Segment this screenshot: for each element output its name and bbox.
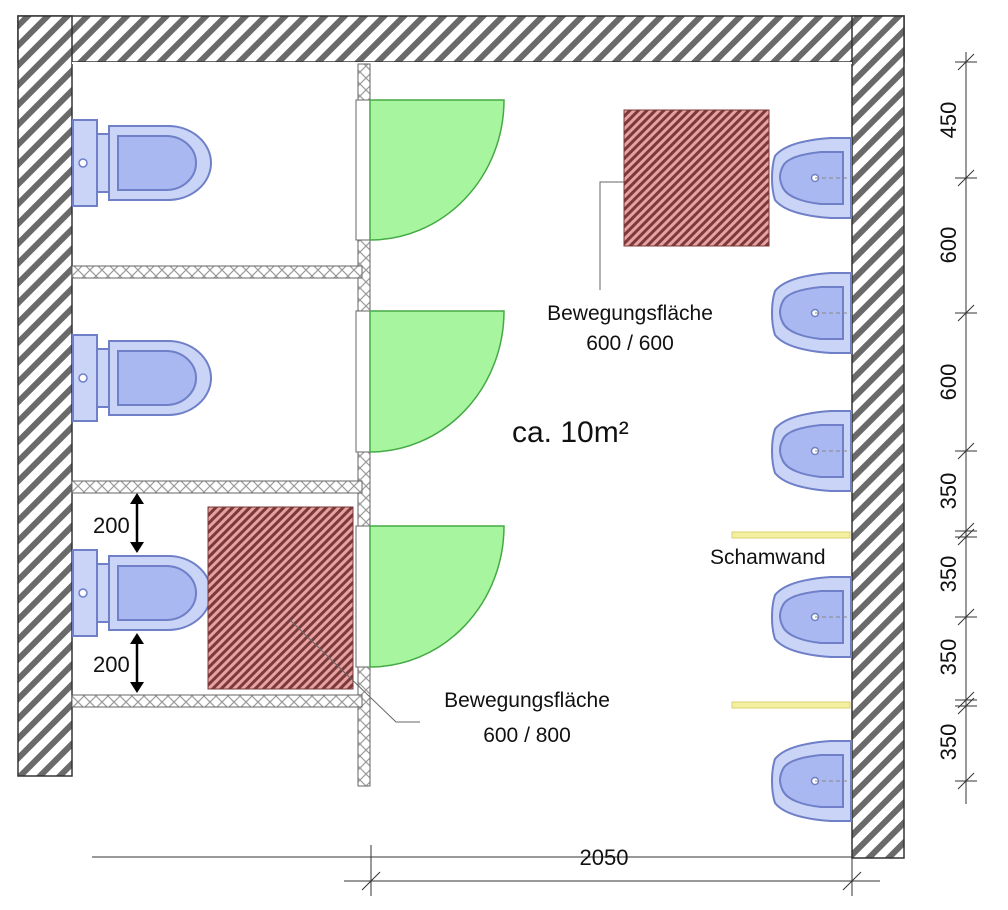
wall-right [851, 15, 905, 859]
toilet-3 [72, 549, 212, 637]
toilet-spacing-top: 200 [93, 513, 130, 538]
wall-top [17, 15, 905, 63]
partition-3 [71, 694, 363, 708]
privacy-screen-1 [731, 531, 851, 539]
wall-left [17, 15, 73, 777]
leader-urinal-clearance [599, 181, 624, 290]
vertical-dimension-line [955, 52, 977, 804]
dim-600-b: 600 [936, 364, 961, 401]
partition-1 [71, 265, 363, 279]
clearance-toilet-label: Bewegungsfläche [444, 689, 610, 712]
area-label: ca. 10m² [512, 416, 629, 449]
dim-600-a: 600 [936, 227, 961, 264]
door-swing-2 [369, 310, 505, 453]
dim-350-c: 350 [936, 639, 961, 676]
door-swing-1 [369, 99, 505, 241]
clearance-area-urinal [623, 109, 770, 247]
urinals [771, 137, 852, 822]
toilet-1 [72, 119, 212, 207]
clearance-urinal-label: Bewegungsfläche [547, 302, 713, 325]
door-swings [369, 99, 505, 668]
partition-2 [71, 480, 363, 494]
privacy-screen-2 [731, 701, 851, 709]
width-dimension: 2050 [580, 845, 629, 870]
clearance-toilet-size: 600 / 800 [483, 724, 571, 747]
privacy-screen-label: Schamwand [710, 546, 826, 569]
spacing-arrows [130, 493, 144, 693]
clearance-area-toilet [207, 506, 354, 690]
walls [17, 15, 905, 859]
toilet-spacing-bottom: 200 [93, 652, 130, 677]
leader-toilet-clearance [289, 619, 420, 723]
toilet-2 [72, 334, 212, 422]
clearance-urinal-size: 600 / 600 [586, 332, 674, 355]
dim-350-b: 350 [936, 556, 961, 593]
dim-350-a: 350 [936, 473, 961, 510]
dim-450: 450 [936, 102, 961, 139]
dim-350-d: 350 [936, 724, 961, 761]
cubicle-partitions [71, 63, 373, 787]
toilets [72, 119, 212, 637]
horizontal-dimension-line [92, 845, 880, 896]
door-swing-3 [369, 525, 505, 668]
